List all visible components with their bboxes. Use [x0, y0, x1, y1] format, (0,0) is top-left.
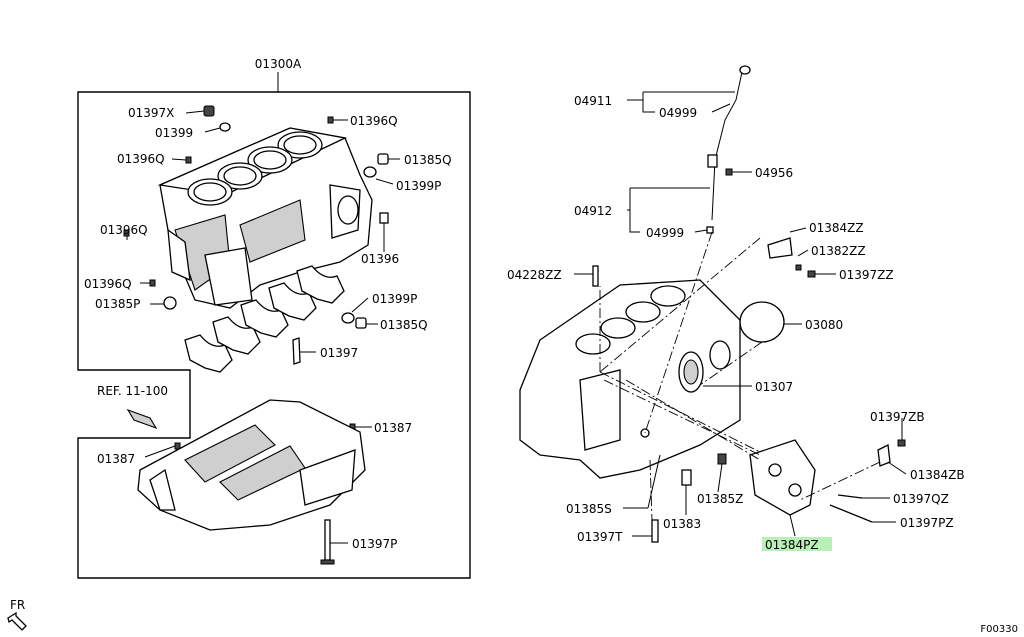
engine-block-illustration [519, 279, 741, 479]
part-label: 01396Q [350, 114, 398, 128]
part-label: 01385P [95, 297, 140, 311]
part-label: 01383 [663, 517, 701, 531]
part-label: 01396Q [100, 223, 148, 237]
part-label: 01384ZB [910, 468, 965, 482]
part-label: 04956 [755, 166, 793, 180]
part-label: 04999 [646, 226, 684, 240]
cover-parts-illustration [592, 237, 906, 543]
oil-level-gauge-illustration [706, 65, 751, 234]
part-label: 01399 [155, 126, 193, 140]
part-label: 03080 [805, 318, 843, 332]
part-label: 01397 [320, 346, 358, 360]
part-label: 01307 [755, 380, 793, 394]
cylinder-block-illustration [157, 127, 373, 309]
leader-lines [126, 91, 907, 544]
part-label-highlighted: 01384PZ [765, 538, 819, 552]
part-label: 01385S [566, 502, 612, 516]
bolt-icons-left [123, 105, 389, 450]
part-label: 01397QZ [893, 492, 949, 506]
part-label: 01397P [352, 537, 397, 551]
bearing-caps [184, 265, 345, 373]
part-label: 04228ZZ [507, 268, 562, 282]
part-label: 01397PZ [900, 516, 954, 530]
part-highlight [762, 537, 832, 551]
front-direction-arrow-icon [7, 611, 27, 631]
ref-wedge-icon [126, 408, 158, 430]
group-label: 01300A [255, 57, 302, 71]
part-label: 01396Q [117, 152, 165, 166]
part-label: 04999 [659, 106, 697, 120]
part-label: 04911 [574, 94, 612, 108]
direction-label: FR [10, 598, 25, 612]
part-label: 01382ZZ [811, 244, 866, 258]
group-frame [77, 72, 471, 579]
alignment-lines [599, 231, 881, 521]
part-label: 01399P [372, 292, 417, 306]
figure-code: F00330 [980, 624, 1018, 635]
part-label: 01384ZZ [809, 221, 864, 235]
part-label: 01385Z [697, 492, 743, 506]
part-label: 01397ZZ [839, 268, 894, 282]
part-label: 04912 [574, 204, 612, 218]
part-label: 01387 [374, 421, 412, 435]
part-label: 01387 [97, 452, 135, 466]
part-label: 01385Q [380, 318, 428, 332]
ref-label: REF. 11-100 [97, 384, 168, 398]
part-label: 01399P [396, 179, 441, 193]
lower-crankcase-illustration [137, 399, 366, 565]
part-label: 01397ZB [870, 410, 925, 424]
part-label: 01397X [128, 106, 174, 120]
part-label: 01385Q [404, 153, 452, 167]
labels: 01300A REF. 11-100 FR F00330 01397X 0139… [10, 57, 1018, 635]
part-label: 01396 [361, 252, 399, 266]
part-label: 01397T [577, 530, 623, 544]
part-label: 01396Q [84, 277, 132, 291]
